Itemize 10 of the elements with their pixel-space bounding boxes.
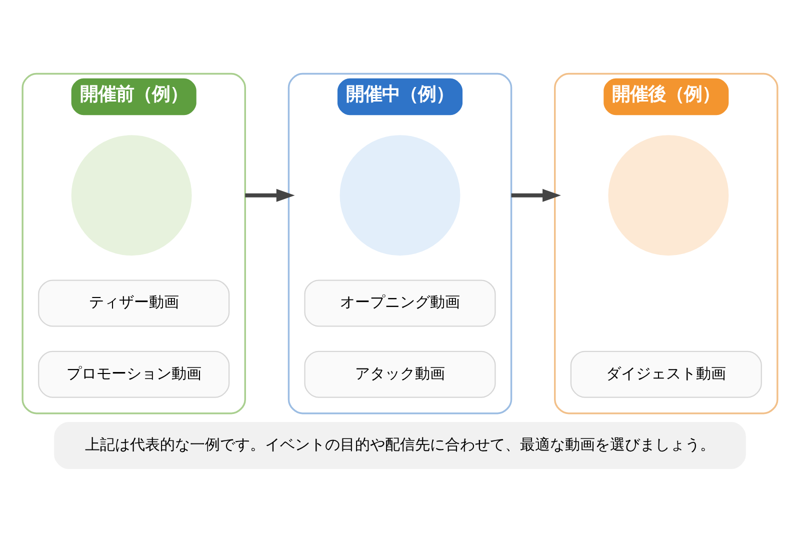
arrow	[245, 188, 295, 202]
node-box: プロモーション動画	[38, 350, 230, 398]
node-circle	[71, 135, 192, 256]
node-box: ダイジェスト動画	[570, 350, 762, 398]
node-box: アタック動画	[304, 350, 496, 398]
node-box: ティザー動画	[38, 280, 230, 327]
arrow	[511, 188, 561, 202]
node-box: オープニング動画	[304, 280, 496, 327]
node-circle	[340, 135, 460, 256]
node-circle	[608, 135, 729, 256]
